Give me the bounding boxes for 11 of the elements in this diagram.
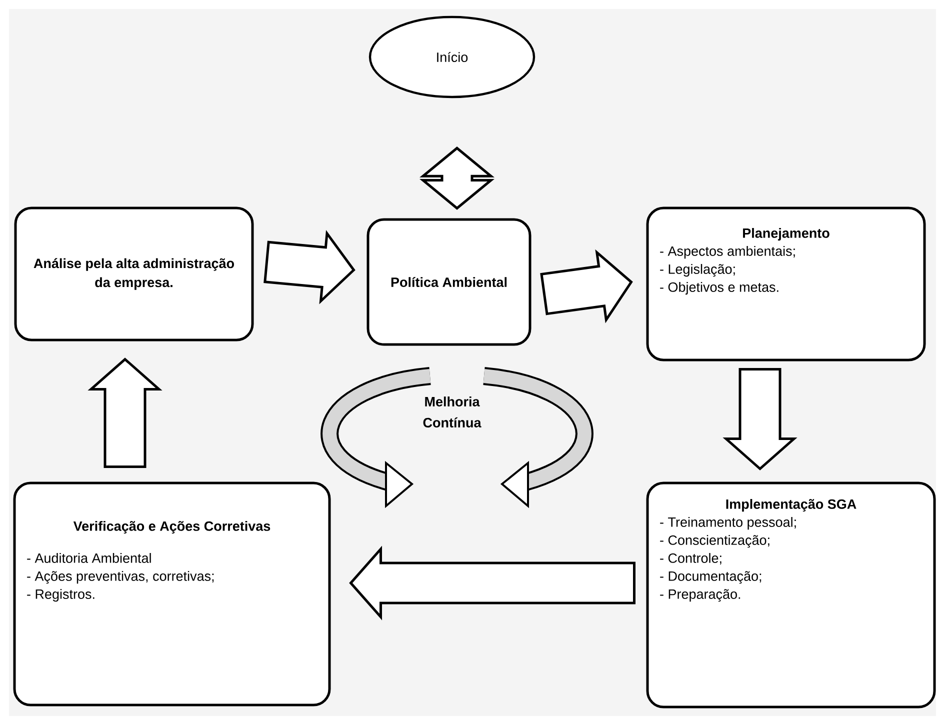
process-box: Verificação e Ações Corretivas - Auditoria Ambiental - Ações preventivas, corretivas; - Registros.	[13, 482, 331, 706]
block-arrow	[264, 230, 356, 304]
process-box: Análise pela alta administração da empresa.	[14, 206, 254, 342]
cycle-label: Melhoria Contínua	[423, 396, 482, 428]
block-arrow	[88, 358, 162, 468]
block-arrow	[540, 249, 633, 324]
block-arrow	[722, 368, 798, 470]
block-arrow	[349, 546, 636, 620]
process-box: Política Ambiental	[366, 218, 532, 346]
process-box: Planejamento - Aspectos ambientais; - Legislação; - Objetivos e metas.	[646, 206, 926, 362]
process-box: Implementação SGA - Treinamento pessoal; - Conscientização; - Controle; - Documentação; - Preparação.	[646, 482, 936, 708]
